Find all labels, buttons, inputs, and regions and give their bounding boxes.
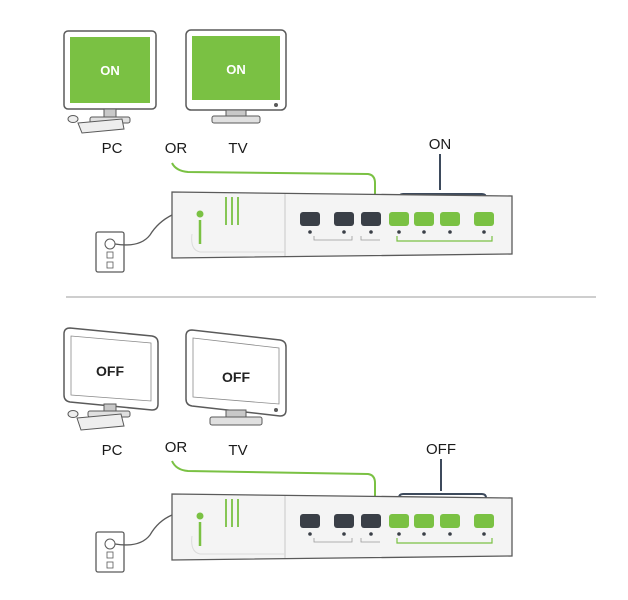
tv-icon: OFF [185, 329, 287, 426]
or-label: OR [165, 140, 188, 157]
pc-monitor-icon: ON [63, 30, 157, 124]
tv-label: TV [228, 140, 247, 157]
tv-screen-text: OFF [222, 369, 250, 385]
top-panel: ON ON PC OR TV ON [63, 29, 513, 273]
keyboard-icon [77, 118, 125, 134]
control-outlet-arrow [171, 460, 379, 507]
tv-icon: ON [185, 29, 287, 124]
power-cord [114, 214, 173, 246]
pc-label: PC [102, 442, 123, 459]
bottom-panel: OFF OFF PC OR TV OFF [63, 327, 513, 573]
pc-screen-text: OFF [96, 363, 124, 379]
outlets-state-label: OFF [426, 441, 456, 458]
control-outlet-arrow [171, 162, 379, 205]
keyboard-icon [76, 413, 125, 431]
wall-outlet-icon [95, 531, 125, 573]
pc-monitor-icon: OFF [63, 327, 159, 418]
wall-outlet-icon [95, 231, 125, 273]
power-strip-icon [171, 493, 513, 561]
or-label: OR [165, 439, 188, 456]
mouse-icon [67, 410, 79, 418]
pc-screen [70, 37, 150, 103]
pc-label: PC [102, 140, 123, 157]
tv-screen [192, 36, 280, 100]
tv-label: TV [228, 442, 247, 459]
pc-screen-text: ON [100, 63, 120, 78]
mouse-icon [67, 115, 79, 123]
power-cord [114, 514, 173, 546]
tv-screen-text: ON [226, 62, 246, 77]
power-strip-icon [171, 191, 513, 259]
outlets-state-label: ON [429, 136, 452, 153]
